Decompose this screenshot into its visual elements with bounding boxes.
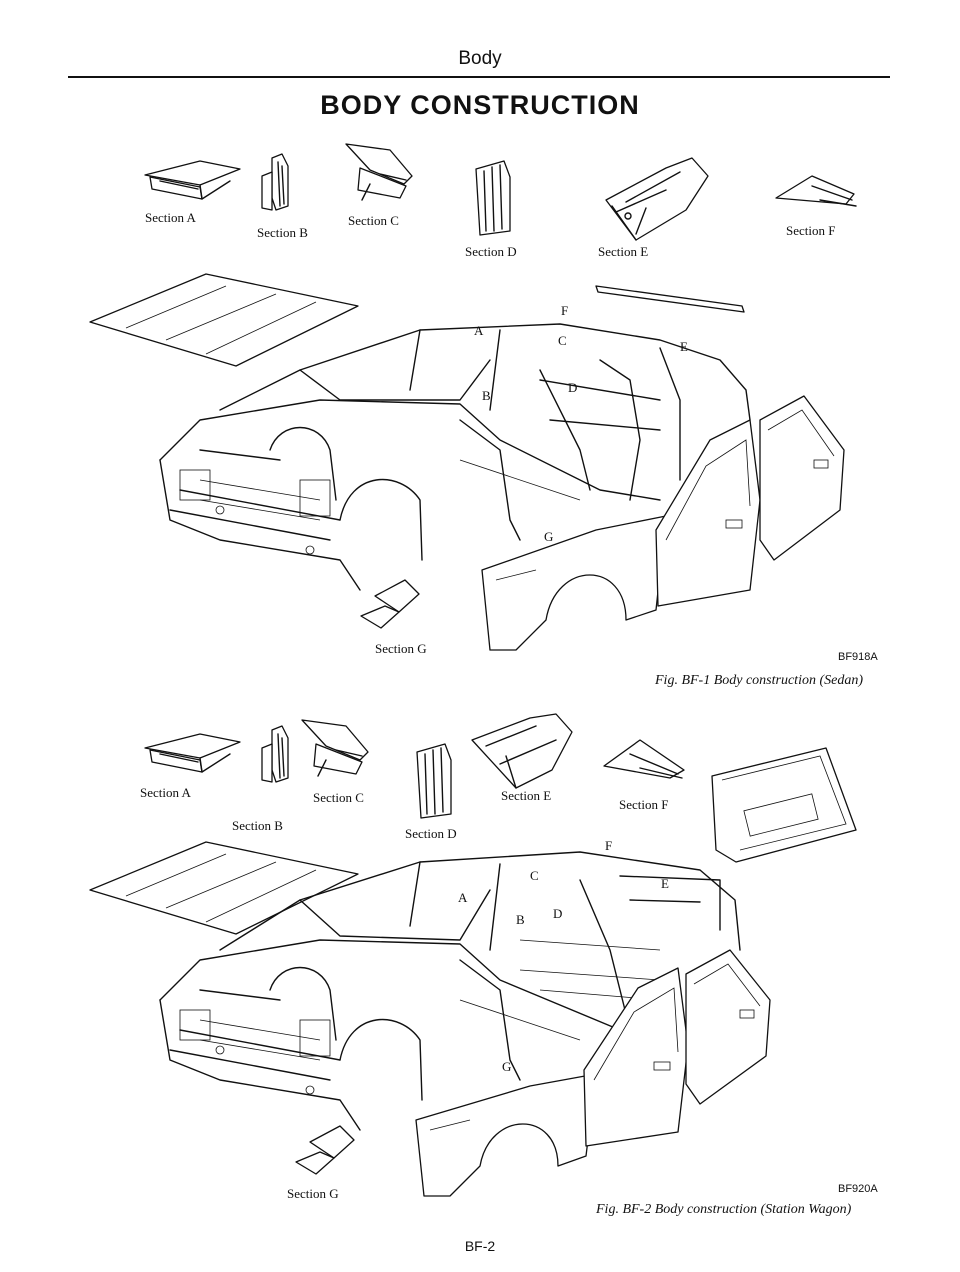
header-rule [68,76,890,78]
section-d-label: Section D [405,826,457,841]
section-d-sketch [416,743,452,819]
section-a-label: Section A [140,785,191,800]
figure-caption: Fig. BF-2 Body construction (Station Wag… [596,1202,852,1217]
section-e-sketch [471,713,573,789]
section-f-label: Section F [619,797,669,812]
callout-c: C [558,333,567,348]
page-header: Body [458,48,502,69]
section-e-label: Section E [598,244,649,259]
section-c-sketch [301,719,369,777]
page-title: BODY CONSTRUCTION [320,90,640,120]
hood-panel [89,273,359,367]
callout-a: A [474,323,484,338]
callout-b: B [482,388,491,403]
section-g-label: Section G [287,1186,339,1201]
section-c-sketch [345,143,413,201]
tailgate-panel [711,747,857,863]
section-d-label: Section D [465,244,517,259]
callout-f: F [605,838,613,853]
section-g-sketch [360,579,420,629]
rear-fender-panel [415,1073,597,1197]
section-a-label: Section A [145,210,196,225]
section-f-sketch [603,739,685,779]
section-a-sketch [144,160,241,200]
callout-e: E [661,876,669,891]
rear-fender-panel [481,515,667,651]
section-d-sketch [475,160,511,236]
figure-code: BF920A [838,1183,878,1195]
callout-g: G [502,1059,512,1074]
callout-c: C [530,868,539,883]
front-door-panel [655,419,761,607]
page-number: BF-2 [464,1238,496,1254]
callout-d: D [568,380,578,395]
section-g-label: Section G [375,641,427,656]
section-c-label: Section C [348,213,399,228]
callout-b: B [516,912,525,927]
roof-reinforcement-strip [595,285,745,313]
section-b-label: Section B [257,225,308,240]
hood-panel [89,841,359,935]
section-a-sketch [144,733,241,773]
figure-code: BF918A [838,651,878,663]
callout-g: G [544,529,554,544]
rear-door-panel [759,395,845,561]
section-f-label: Section F [786,223,836,238]
section-e-sketch [605,157,709,241]
section-b-sketch [261,153,289,211]
figure-caption: Fig. BF-1 Body construction (Sedan) [655,673,864,688]
callout-e: E [680,339,688,354]
sedan-body-shell [159,323,751,591]
callout-f: F [561,303,569,318]
callout-a: A [458,890,468,905]
section-c-label: Section C [313,790,364,805]
section-g-sketch [295,1125,355,1175]
section-b-sketch [261,725,289,783]
section-e-label: Section E [501,788,552,803]
callout-d: D [553,906,563,921]
section-f-sketch [775,175,857,207]
section-b-label: Section B [232,818,283,833]
rear-door-panel [685,949,771,1105]
